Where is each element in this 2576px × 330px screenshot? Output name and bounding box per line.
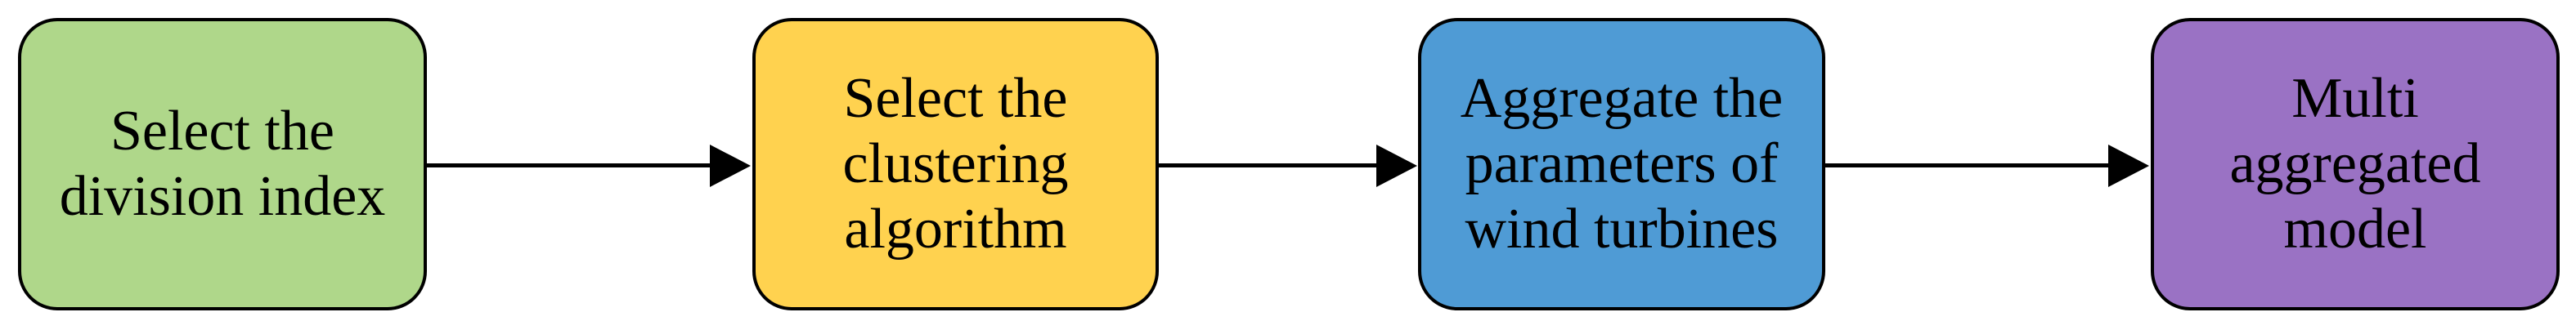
flow-step-label: Multi aggregated model — [2229, 67, 2481, 261]
flow-step-multi-aggregated-model: Multi aggregated model — [2151, 18, 2560, 310]
flow-step-label: Select the division index — [59, 100, 386, 228]
arrow-2-line — [1158, 163, 1380, 167]
arrow-1-head-icon — [710, 145, 751, 187]
flow-step-aggregate-wind-turbine-parameters: Aggregate the parameters of wind turbine… — [1418, 18, 1825, 310]
arrow-1-line — [427, 163, 713, 167]
arrow-3-head-icon — [2108, 145, 2149, 187]
arrow-3-line — [1825, 163, 2112, 167]
flow-step-label: Aggregate the parameters of wind turbine… — [1460, 67, 1784, 261]
arrow-2-head-icon — [1376, 145, 1417, 187]
flow-step-select-division-index: Select the division index — [18, 18, 427, 310]
flow-step-select-clustering-algorithm: Select the clustering algorithm — [752, 18, 1159, 310]
flow-step-label: Select the clustering algorithm — [842, 67, 1069, 261]
